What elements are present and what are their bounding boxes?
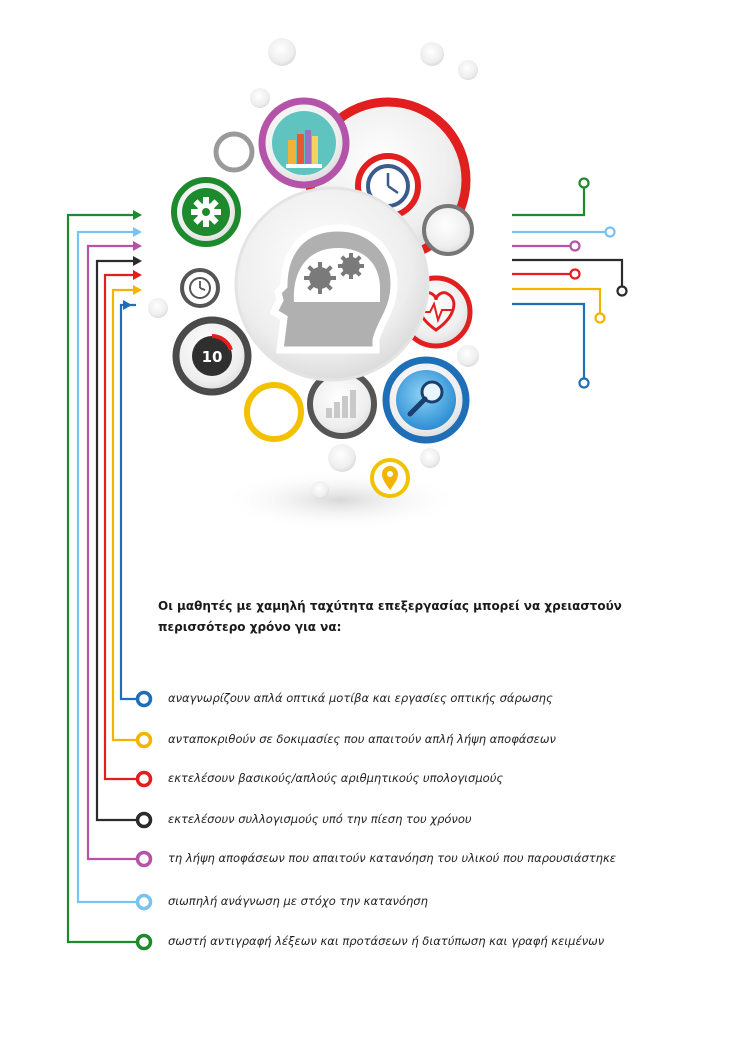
- list-item-visual-patterns: αναγνωρίζουν απλά οπτικά μοτίβα και εργα…: [168, 691, 553, 705]
- bubble: [457, 345, 479, 367]
- grey-ring: [422, 204, 474, 256]
- intro-heading-line1: Οι μαθητές με χαμηλή ταχύτητα επεξεργασί…: [158, 599, 622, 613]
- list-item-timed-reasoning: εκτελέσουν συλλογισμούς υπό την πίεση το…: [168, 812, 472, 826]
- bullet-red: [135, 770, 153, 788]
- bubble: [420, 448, 440, 468]
- intro-heading-line2: περισσότερο χρόνο για να:: [158, 620, 342, 634]
- list-item-comprehension-decisions: τη λήψη αποφάσεων που απαιτούν κατανόηση…: [168, 851, 616, 865]
- left-arrowheads: [123, 210, 142, 310]
- list-item-copying-writing: σωστή αντιγραφή λέξεων και προτάσεων ή δ…: [168, 934, 605, 948]
- timer-icon: [189, 277, 211, 299]
- right-connector-nodes: [569, 177, 628, 389]
- list-item-silent-reading: σιωπηλή ανάγνωση με στόχο την κατανόηση: [168, 894, 428, 908]
- bar-chart-icon: [326, 390, 356, 418]
- list-item-simple-decisions: ανταποκριθούν σε δοκιμασίες που απαιτούν…: [168, 732, 556, 746]
- bullet-yellow: [135, 731, 153, 749]
- gears-icon: [304, 253, 364, 294]
- ground-shadow: [220, 470, 460, 530]
- bullet-lightblue: [135, 893, 153, 911]
- bubble: [250, 88, 270, 108]
- left-connectors: [66, 213, 136, 944]
- bullet-blue: [135, 690, 153, 708]
- bubble: [420, 42, 444, 66]
- bubble: [311, 481, 329, 499]
- magnifier-icon: [407, 380, 444, 417]
- intro-heading: Οι μαθητές με χαμηλή ταχύτητα επεξεργασί…: [158, 596, 658, 638]
- stopwatch-number: 10: [202, 348, 223, 366]
- yellow-ring: [244, 382, 304, 442]
- grey-ring: [213, 131, 255, 173]
- list-bullets: [135, 690, 153, 951]
- bullet-green: [135, 933, 153, 951]
- books-icon: [286, 130, 322, 168]
- location-pin-icon: [382, 466, 398, 490]
- list-item-arithmetic: εκτελέσουν βασικούς/απλούς αριθμητικούς …: [168, 771, 504, 785]
- gear-icon: [191, 197, 221, 227]
- right-connectors: [512, 186, 624, 378]
- bubble: [148, 298, 168, 318]
- bubble: [268, 38, 296, 66]
- bubble: [328, 444, 356, 472]
- bubble: [458, 60, 478, 80]
- stopwatch-icon: [192, 336, 232, 376]
- bullet-black: [135, 811, 153, 829]
- bullet-purple: [135, 850, 153, 868]
